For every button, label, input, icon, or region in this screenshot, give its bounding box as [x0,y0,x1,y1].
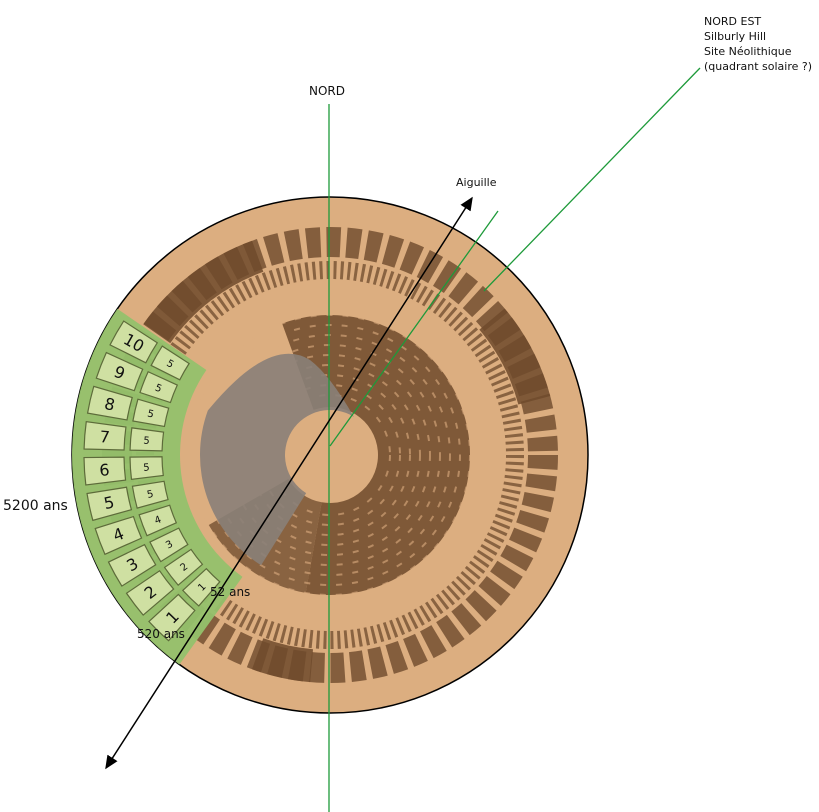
inner-cell-label: 5 [164,358,175,371]
swirl-stripe [239,364,421,546]
outer-cell [109,320,159,364]
needle-arrow-back [105,621,201,770]
swirl-center [284,409,376,501]
inner-cell-label: 2 [179,561,191,574]
inner-cell [131,480,169,509]
annotation-line: NORD EST [704,15,762,28]
swirl-stripe [209,334,451,576]
swirl-stripe [219,344,441,566]
inner-cell-label: 5 [153,383,163,396]
swirl-stripe [259,384,401,526]
outer-cell [86,486,133,522]
outer-cell [83,456,127,486]
needle-arrow [199,196,473,623]
comb-pattern [136,261,524,649]
total-years-label: 5200 ans [3,498,68,514]
outer-cell-label: 5 [102,492,116,513]
north-label: NORD [309,84,345,98]
needle-label: Aiguille [456,176,497,189]
inner-cell-label: 3 [164,539,175,552]
inner-cell-label: 5 [143,436,150,447]
inner-cell [139,370,179,404]
inner-cell [150,345,190,381]
solar-line [329,210,499,447]
outer-cell [95,351,144,392]
annotation-line: Silburly Hill [704,30,767,43]
outer-cell [94,515,143,556]
swirl-stripe [199,324,461,586]
north-east-line [483,67,701,292]
swirl-stripe [249,374,411,536]
inner-unit-label: 52 ans [210,585,251,599]
outer-cell-label: 6 [99,460,110,480]
inner-cell-label: 5 [146,409,155,421]
outer-cell [86,385,133,421]
outer-cell [148,593,196,642]
outer-cell [125,569,175,616]
inner-cell-label: 4 [153,514,163,527]
inner-cell-label: 5 [143,462,150,473]
gray-half-swirl [200,353,354,566]
inner-cell [149,527,189,563]
outer-cell [83,420,127,451]
swirl-stripe [189,314,471,596]
outer-cell [107,543,157,587]
dark-ring-block [252,638,314,683]
swirl-stripe [229,354,431,556]
inner-cell [181,567,221,607]
dark-ring-block [479,308,551,405]
annotation-line: Site Néolithique [704,45,792,58]
inner-cell [138,504,178,537]
outer-cell-label: 7 [99,427,111,447]
swirl-stripe [269,394,391,516]
inner-cell [163,548,204,587]
inner-cell [129,456,164,481]
inner-cell-label: 5 [146,489,155,501]
inner-cell [129,427,165,452]
dark-ring-block [143,240,264,344]
north-east-annotation: NORD EST Silburly Hill Site Néolithique … [704,14,812,74]
outer-cell-label: 8 [103,394,117,415]
annotation-line: (quadrant solaire ?) [704,60,813,73]
outer-unit-label: 520 ans [137,627,185,641]
inner-cell [132,398,170,428]
